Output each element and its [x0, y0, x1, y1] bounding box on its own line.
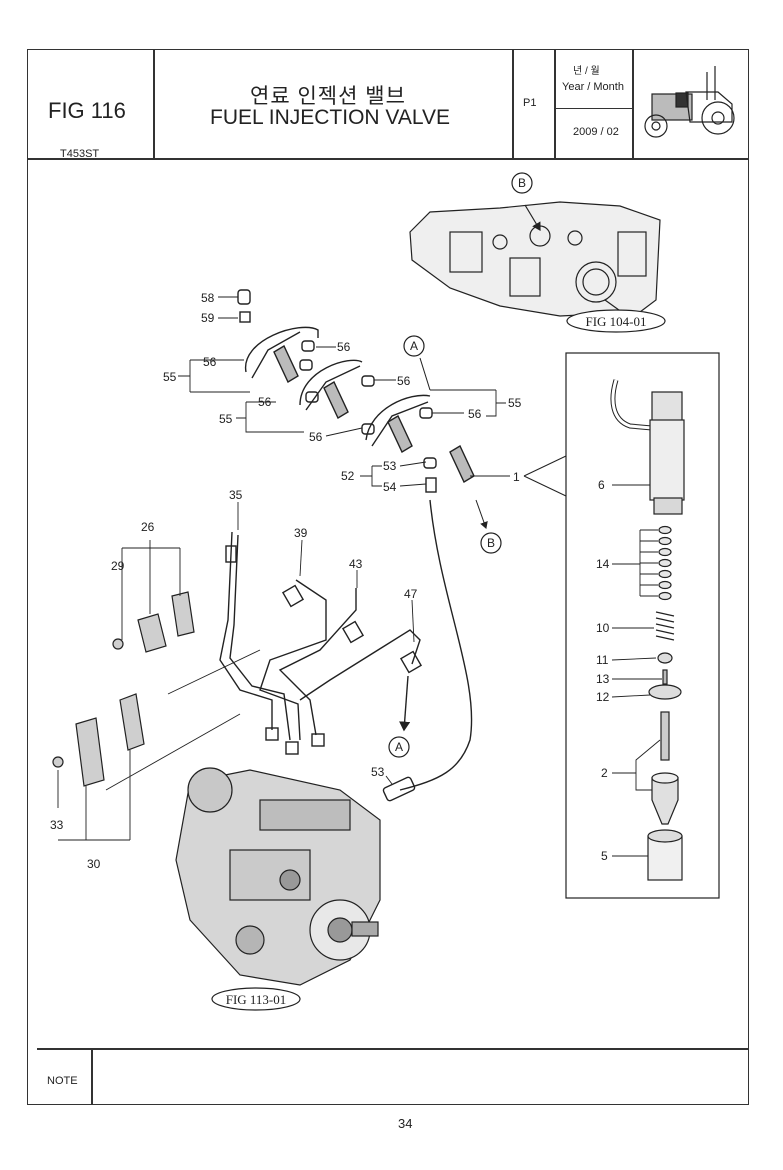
fig113-ref: FIG 113-01	[226, 992, 287, 1007]
callout-fig113: FIG 113-01	[211, 987, 301, 1011]
part-12: 12	[596, 690, 610, 704]
page-frame	[27, 49, 749, 1105]
part-26: 26	[141, 520, 155, 534]
injector-exploded-detail	[610, 379, 685, 881]
cylinder-head-illustration	[409, 201, 661, 319]
year-month-english: Year / Month	[562, 81, 624, 93]
part-11: 11	[596, 653, 609, 667]
title-korean: 연료 인젝션 밸브	[250, 85, 406, 108]
part-1: 1	[513, 470, 520, 484]
part-55-a: 55	[163, 370, 177, 384]
header-col-2	[512, 49, 514, 159]
part-6: 6	[598, 478, 605, 492]
callout-b-bottom: B	[480, 532, 502, 554]
callout-b-top-label: B	[518, 176, 526, 190]
detail-pointer	[523, 455, 567, 497]
part-13: 13	[596, 672, 610, 686]
callout-a-top: A	[403, 335, 425, 357]
part-56-d: 56	[258, 395, 272, 409]
part-35: 35	[229, 488, 243, 502]
part-58: 58	[201, 291, 215, 305]
callout-a-top-label: A	[410, 339, 418, 353]
callout-fig104: FIG 104-01	[566, 309, 666, 333]
detail-box	[565, 352, 720, 899]
pipe-clamps	[52, 591, 195, 787]
part-10: 10	[596, 621, 610, 635]
header-col-1	[153, 49, 155, 159]
injection-pump-illustration	[175, 767, 381, 986]
part-5: 5	[601, 849, 608, 863]
part-30: 30	[87, 857, 101, 871]
part-43: 43	[349, 557, 363, 571]
part-54: 54	[383, 480, 397, 494]
header-row-ym	[554, 108, 632, 109]
part-56-c: 56	[397, 374, 411, 388]
part-number-labels: 58 59 56 55 56 56 56 55 56 56 55 53 52 5…	[50, 291, 610, 871]
figure-number: FIG 116	[48, 98, 126, 123]
part-47: 47	[404, 587, 418, 601]
part-14: 14	[596, 557, 610, 571]
callout-a-lower: A	[388, 736, 410, 758]
leader-lines	[57, 296, 662, 857]
title-english: FUEL INJECTION VALVE	[210, 106, 450, 129]
callout-b-bottom-label: B	[487, 536, 495, 550]
leak-off-pipes	[237, 289, 475, 493]
part-55-b: 55	[219, 412, 233, 426]
note-col	[91, 1048, 93, 1105]
page-label: P1	[523, 97, 537, 109]
part-56-b: 56	[337, 340, 351, 354]
header-divider	[27, 158, 749, 160]
model-code: T453ST	[60, 148, 100, 160]
callout-a-lower-label: A	[395, 740, 403, 754]
part-2: 2	[601, 766, 608, 780]
year-month-korean: 년 / 월	[573, 66, 600, 77]
part-53-b: 53	[371, 765, 385, 779]
part-39: 39	[294, 526, 308, 540]
revision-date: 2009 / 02	[573, 126, 619, 138]
arrow-to-injector-a	[419, 357, 431, 391]
injection-pipes	[219, 499, 473, 802]
part-59: 59	[201, 311, 215, 325]
arrow-to-b-bottom	[475, 499, 488, 529]
part-56-f: 56	[468, 407, 482, 421]
note-divider	[37, 1048, 749, 1050]
part-52: 52	[341, 469, 355, 483]
part-55-c: 55	[508, 396, 522, 410]
page-number: 34	[398, 1116, 413, 1131]
part-56-a: 56	[203, 355, 217, 369]
part-29: 29	[111, 559, 125, 573]
header-col-3	[554, 49, 556, 159]
part-53-a: 53	[383, 459, 397, 473]
header-col-4	[632, 49, 634, 159]
note-label: NOTE	[47, 1075, 78, 1087]
callout-b-top: B	[511, 172, 533, 194]
part-56-e: 56	[309, 430, 323, 444]
part-33: 33	[50, 818, 64, 832]
fig104-ref: FIG 104-01	[585, 314, 646, 329]
tractor-icon	[644, 66, 735, 138]
